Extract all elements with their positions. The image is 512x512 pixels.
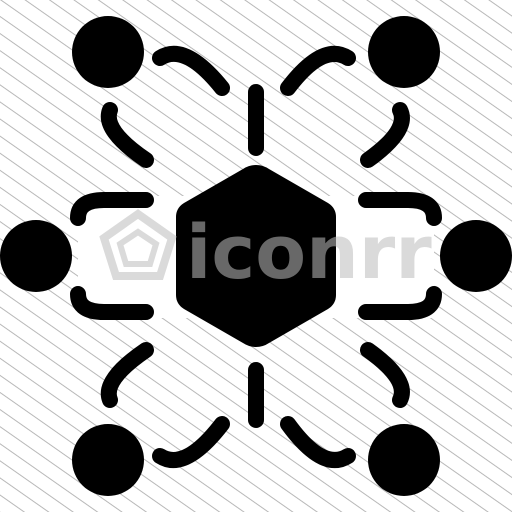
connector-left-lower [70,286,154,320]
node-top-right [368,16,440,88]
node-bottom-left [72,424,144,496]
center-hexagon [176,165,336,347]
connector-top-left-upper [152,45,230,96]
watermark: iconrr [99,209,432,296]
outer-nodes [0,16,512,496]
connector-right-upper [358,192,442,226]
node-bottom-right [368,424,440,496]
node-right [440,220,512,292]
connector-bottom-right-lower [280,416,356,468]
connector-lines [70,45,442,468]
connector-left-upper [70,192,154,226]
connector-bottom-left-lower [152,416,230,468]
watermark-inner-pentagon-icon [116,228,160,267]
watermark-pentagon-icon [99,209,177,280]
watermark-text: iconrr [186,210,432,296]
node-top-left [72,16,144,88]
connector-right-lower [358,286,442,320]
connector-top-left-lower [100,102,154,168]
connector-top-right-upper [280,45,356,96]
connector-bottom-right-upper [360,342,410,408]
connector-top-right-lower [360,102,410,168]
connector-bottom-left-upper [100,342,154,408]
node-left [0,220,72,292]
